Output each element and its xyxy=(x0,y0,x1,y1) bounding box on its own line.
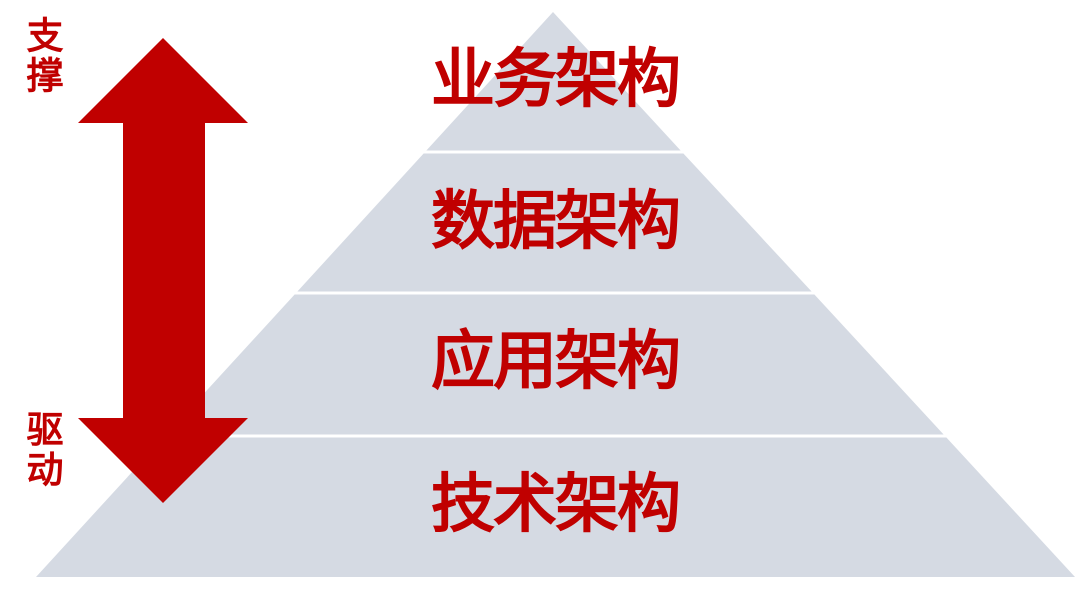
layer-label-technology: 技术架构 xyxy=(431,468,679,542)
pyramid-labels: 业务架构 数据架构 应用架构 技术架构 xyxy=(431,43,681,542)
layer-label-business: 业务架构 xyxy=(431,43,679,117)
pyramid-layer-data xyxy=(296,152,813,293)
pyramid-layer-technology xyxy=(36,436,1075,577)
layer-label-application: 应用架构 xyxy=(431,325,679,399)
support-label: 支撑 xyxy=(20,16,63,96)
double-arrow-icon xyxy=(78,38,248,503)
pyramid xyxy=(36,12,1075,577)
drive-label: 驱动 xyxy=(20,410,63,490)
pyramid-layer-application xyxy=(165,293,945,436)
layer-label-data: 数据架构 xyxy=(431,185,679,259)
pyramid-layer-business xyxy=(425,12,682,152)
